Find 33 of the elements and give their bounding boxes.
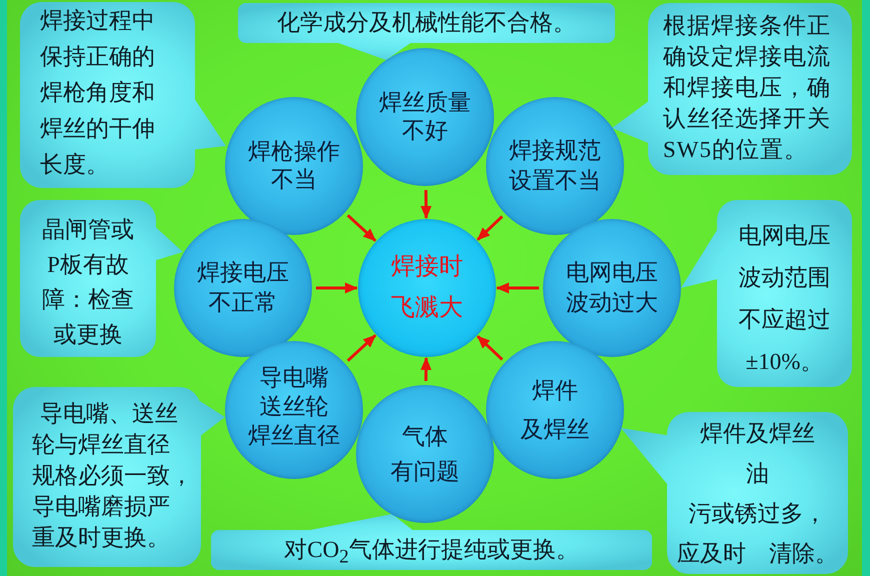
cause-label: 焊接电压不正常 [197,259,289,317]
bubble-text: 焊接过程中保持正确的焊枪角度和焊丝的干伸长度。 [40,7,155,179]
bubble-text: 导电嘴、送丝轮与焊丝直径规格必须一致，导电嘴磨损严重及时更换。 [32,400,193,552]
speech-bubble [681,200,852,387]
speech-bubble [20,2,226,188]
effect-label: 焊接时飞溅大 [391,253,463,323]
cause-label: 焊接规范设置不当 [509,137,601,195]
arrow [346,214,376,242]
cause-label: 电网电压波动过大 [566,259,658,317]
cause-label: 焊枪操作不当 [248,138,340,194]
speech-bubble [20,200,183,357]
bubble-text: 根据焊接条件正确设定焊接电流和焊接电压，确认丝径选择开关SW5的位置。 [663,12,831,164]
speech-bubble [612,3,852,175]
bubble-text: 化学成分及机械性能不合格。 [277,9,576,37]
bubble-text: 焊件及焊丝油污或锈过多，应及时 清除。 [677,420,838,568]
arrow [420,357,432,382]
arrow [346,334,376,362]
speech-bubble [621,412,848,574]
bubble-text: 电网电压波动范围不应超过±10%。 [738,222,830,376]
speech-bubble [211,514,652,570]
arrow [476,335,504,361]
cause-label: 导电嘴送丝轮焊丝直径 [248,364,340,450]
arrow [496,282,539,294]
arrow [420,190,432,219]
arrow [476,215,504,241]
cause-label: 焊件及焊丝 [520,377,590,444]
cause-label: 焊丝质量不好 [379,89,471,145]
cause-label: 气体有问题 [390,423,460,486]
bubble-text: 对CO$_{2}$气体进行提纯或更换。 [284,536,579,570]
bubble-text: 晶闸管或P板有故障：检查或更换 [42,216,134,349]
arrow [316,282,358,294]
speech-bubble [13,387,225,567]
speech-bubble [238,3,615,60]
